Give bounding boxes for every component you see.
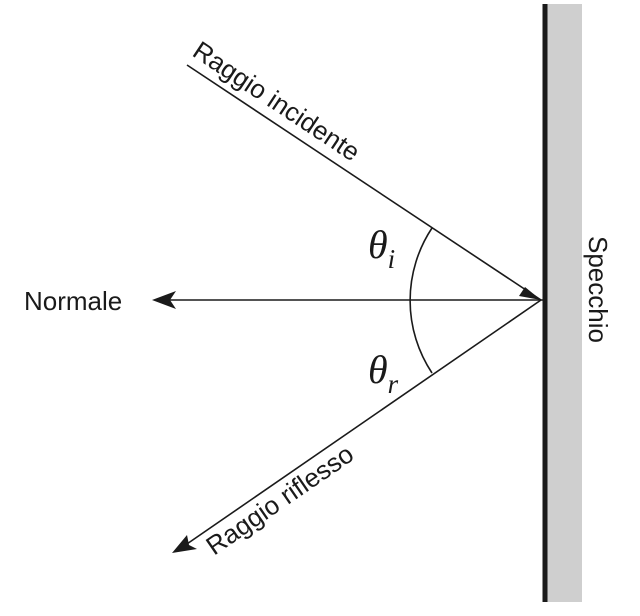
theta-r-symbol: θ <box>368 347 388 392</box>
normal-arrowhead <box>152 291 176 309</box>
angle-arc <box>409 227 433 374</box>
normal-label: Normale <box>24 286 122 316</box>
mirror-glass <box>546 4 582 602</box>
theta-i-symbol: θ <box>368 222 388 267</box>
mirror-label: Specchio <box>583 236 613 343</box>
theta-r-subscript: r <box>388 369 399 399</box>
incident-ray-arrowhead <box>519 287 541 300</box>
theta-i-subscript: i <box>388 244 396 274</box>
incident-ray-label: Raggio incidente <box>188 35 366 167</box>
incident-ray <box>186 64 542 301</box>
reflected-ray-arrowhead <box>172 535 197 553</box>
theta-i-label: θi <box>368 222 395 274</box>
theta-r-label: θr <box>368 347 399 399</box>
reflected-ray <box>183 299 542 547</box>
reflected-ray-label: Raggio riflesso <box>200 439 359 561</box>
